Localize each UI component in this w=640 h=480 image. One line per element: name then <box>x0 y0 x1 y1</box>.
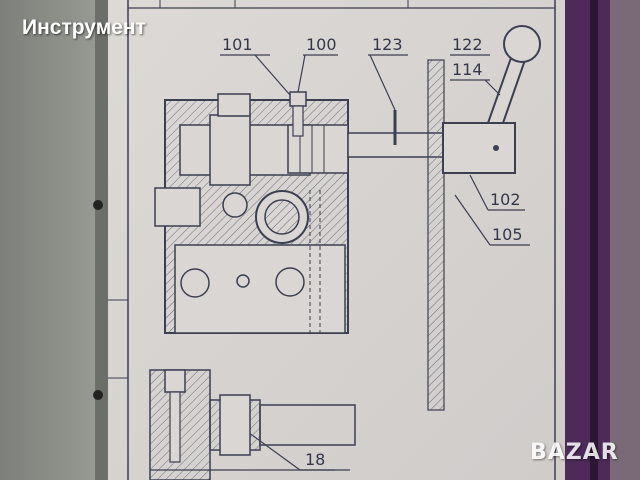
binder-spine-shadow <box>590 0 598 480</box>
binder-edge <box>610 0 640 480</box>
leader-lines <box>220 54 530 471</box>
callout-18: 18 <box>305 450 325 469</box>
callout-102: 102 <box>490 190 521 209</box>
bazar-logo: BAZAR <box>530 440 619 465</box>
callout-101: 101 <box>222 35 253 54</box>
binder-ring-bottom <box>93 390 103 400</box>
valve-body <box>154 91 444 334</box>
lever-handle <box>442 25 541 174</box>
callout-122: 122 <box>452 35 483 54</box>
callout-114: 114 <box>452 60 483 79</box>
folder-edge <box>95 0 110 480</box>
store-watermark-text: Инструмент <box>22 16 146 39</box>
folder-cover <box>0 0 110 480</box>
callout-100: 100 <box>306 35 337 54</box>
wall-section <box>427 59 445 411</box>
lower-assembly <box>149 369 356 480</box>
callout-105: 105 <box>492 225 523 244</box>
callout-123: 123 <box>372 35 403 54</box>
binder-ring-top <box>93 200 103 210</box>
